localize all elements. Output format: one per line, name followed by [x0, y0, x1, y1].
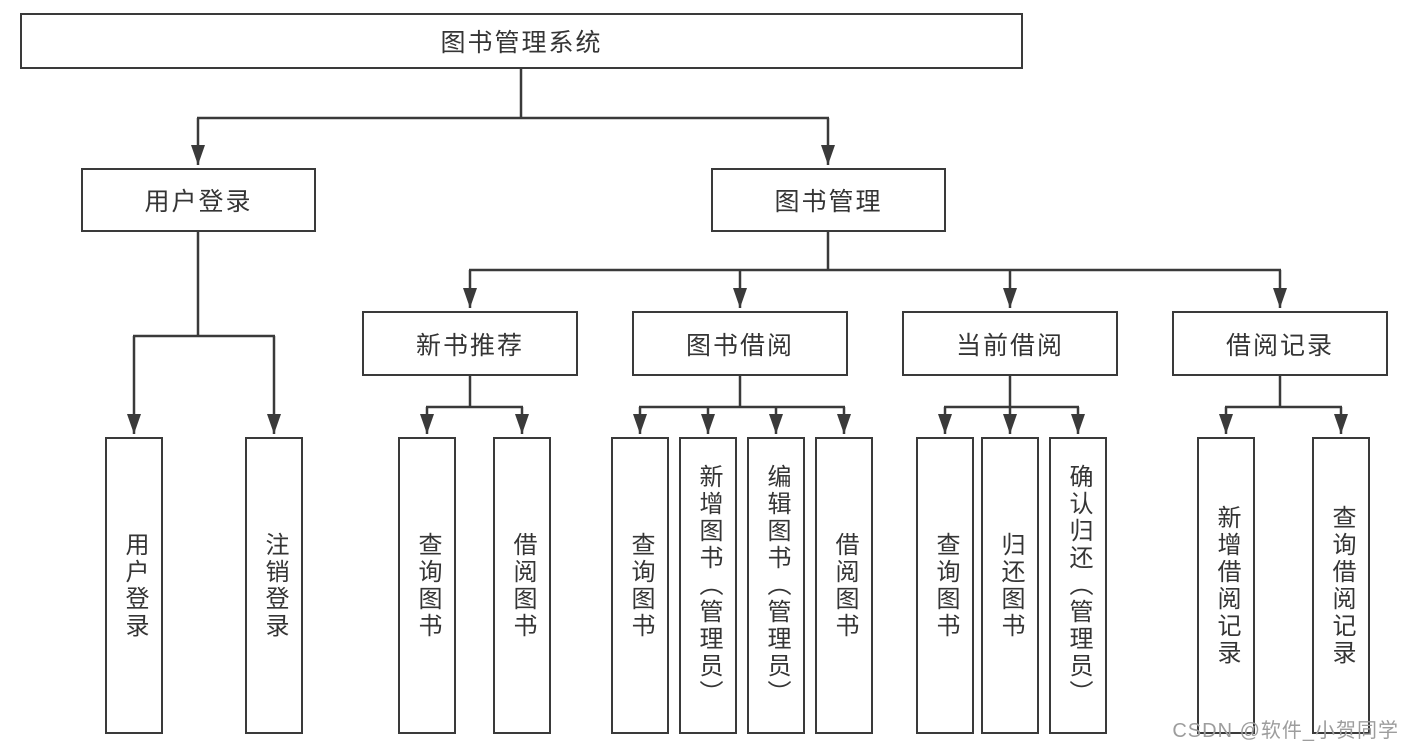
node-user-login: 用户登录	[81, 168, 316, 232]
node-book-borrow: 图书借阅	[632, 311, 848, 376]
leaf-add-books-admin: 新增图书（管理员）	[679, 437, 737, 734]
leaf-edit-books-admin: 编辑图书（管理员）	[747, 437, 805, 734]
leaf-query-borrow-record: 查询借阅记录	[1312, 437, 1370, 734]
csdn-watermark: CSDN @软件_小贺同学	[1172, 720, 1399, 742]
node-borrow-records: 借阅记录	[1172, 311, 1388, 376]
leaf-add-borrow-record: 新增借阅记录	[1197, 437, 1255, 734]
node-book-management: 图书管理	[711, 168, 946, 232]
leaf-query-books-recommend: 查询图书	[398, 437, 456, 734]
leaf-borrow-books-recommend: 借阅图书	[493, 437, 551, 734]
leaf-logout: 注销登录	[245, 437, 303, 734]
node-new-book-recommend: 新书推荐	[362, 311, 578, 376]
leaf-query-books-current: 查询图书	[916, 437, 974, 734]
node-current-borrow: 当前借阅	[902, 311, 1118, 376]
leaf-borrow-books: 借阅图书	[815, 437, 873, 734]
connector-arrows	[127, 118, 1348, 434]
leaf-query-books-borrow: 查询图书	[611, 437, 669, 734]
leaf-confirm-return-admin: 确认归还（管理员）	[1049, 437, 1107, 734]
node-library-management-system: 图书管理系统	[20, 13, 1023, 69]
leaf-return-books: 归还图书	[981, 437, 1039, 734]
leaf-user-login: 用户登录	[105, 437, 163, 734]
